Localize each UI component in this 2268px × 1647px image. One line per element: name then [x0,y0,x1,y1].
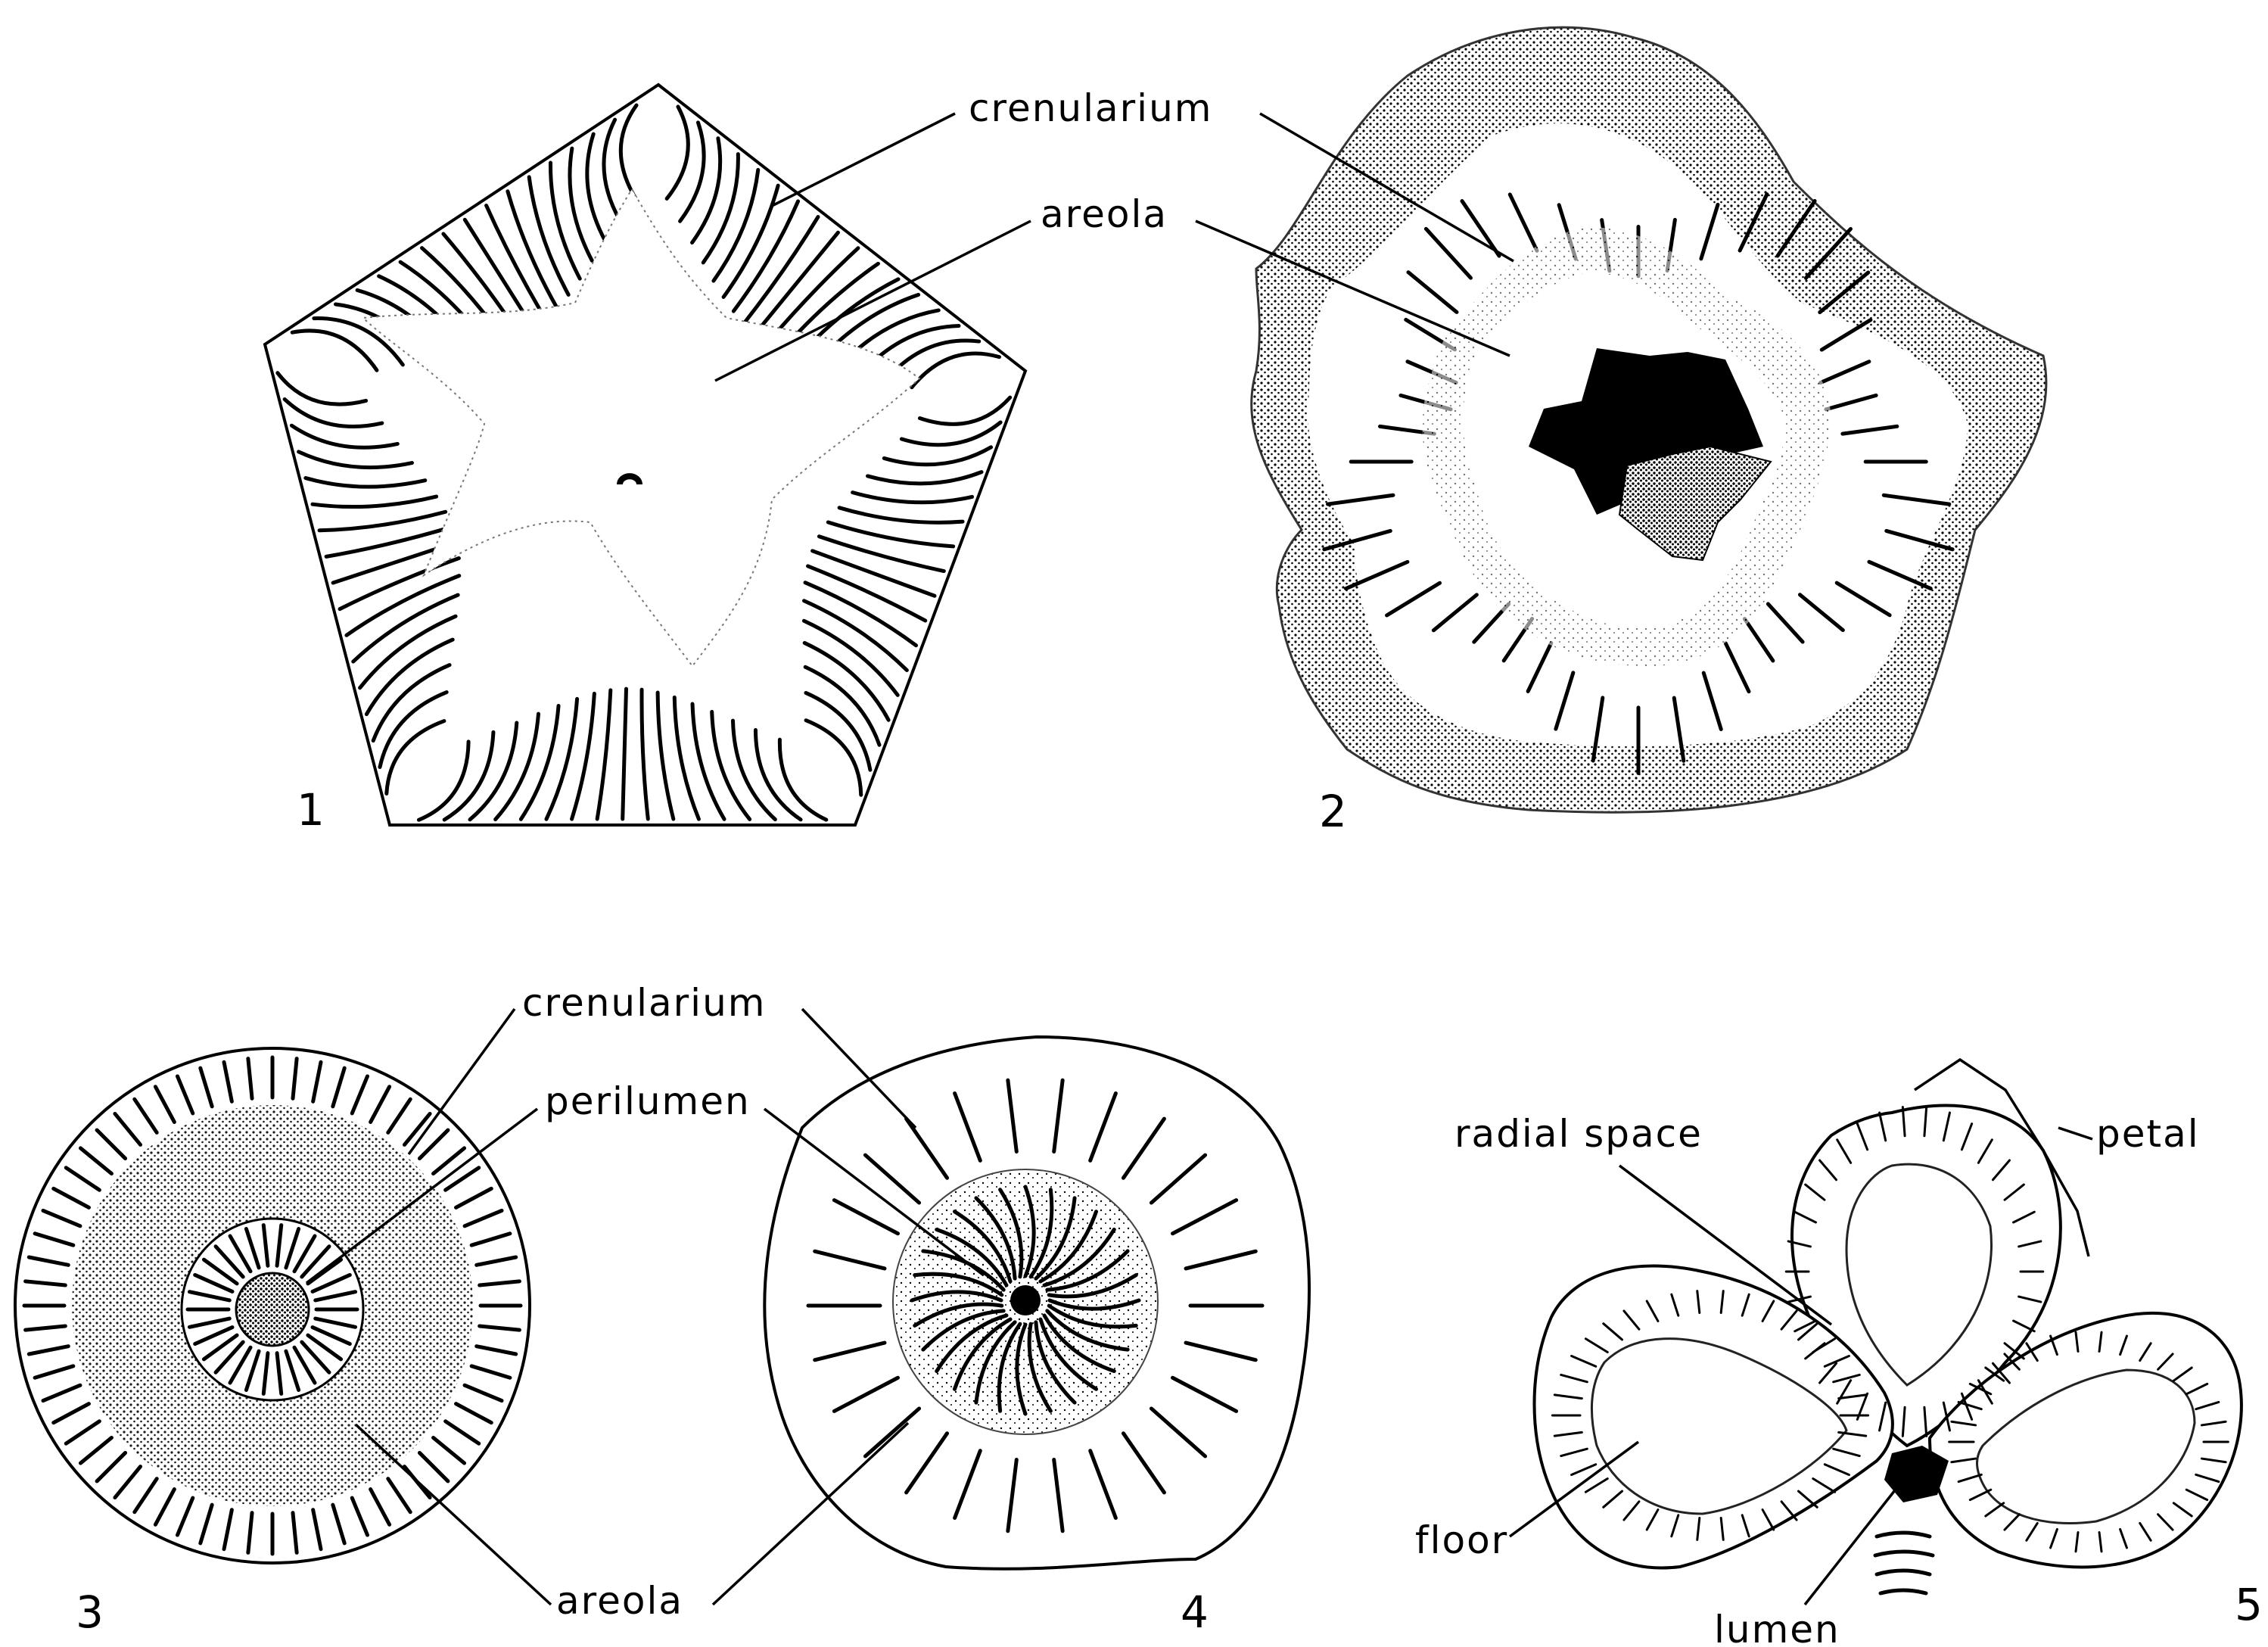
label-lumen: lumen [1714,1608,1840,1647]
label-crenularium-bottom: crenularium [522,981,766,1025]
figure-3-circular-columnal: 3 [15,1048,530,1638]
figure-2-number: 2 [1319,786,1347,837]
label-areola-top: areola [1041,192,1168,236]
label-radial-space: radial space [1454,1112,1703,1156]
label-crenularium-top: crenularium [969,86,1212,130]
figure-3-number: 3 [76,1586,104,1638]
label-petal: petal [2096,1112,2200,1156]
figure-4-circular-columnal: 4 [764,1037,1309,1638]
figure-1-number: 1 [297,784,325,836]
figure-2-stellate-columnal: 2 [1252,27,2046,837]
figure-1-pentagonal-columnal: 1 [265,85,1025,836]
figure-4-lumen [1010,1285,1041,1315]
figure-5-lower-marks [1875,1533,1933,1593]
leader-petal [2058,1128,2092,1139]
figure-5-number: 5 [2235,1579,2263,1630]
label-floor: floor [1415,1518,1508,1562]
label-perilumen: perilumen [545,1079,751,1123]
figure-3-lumen [236,1273,309,1346]
leader-crenularium-fig1 [772,114,955,206]
figure-4-number: 4 [1181,1586,1209,1638]
label-areola-bottom: areola [556,1579,683,1623]
